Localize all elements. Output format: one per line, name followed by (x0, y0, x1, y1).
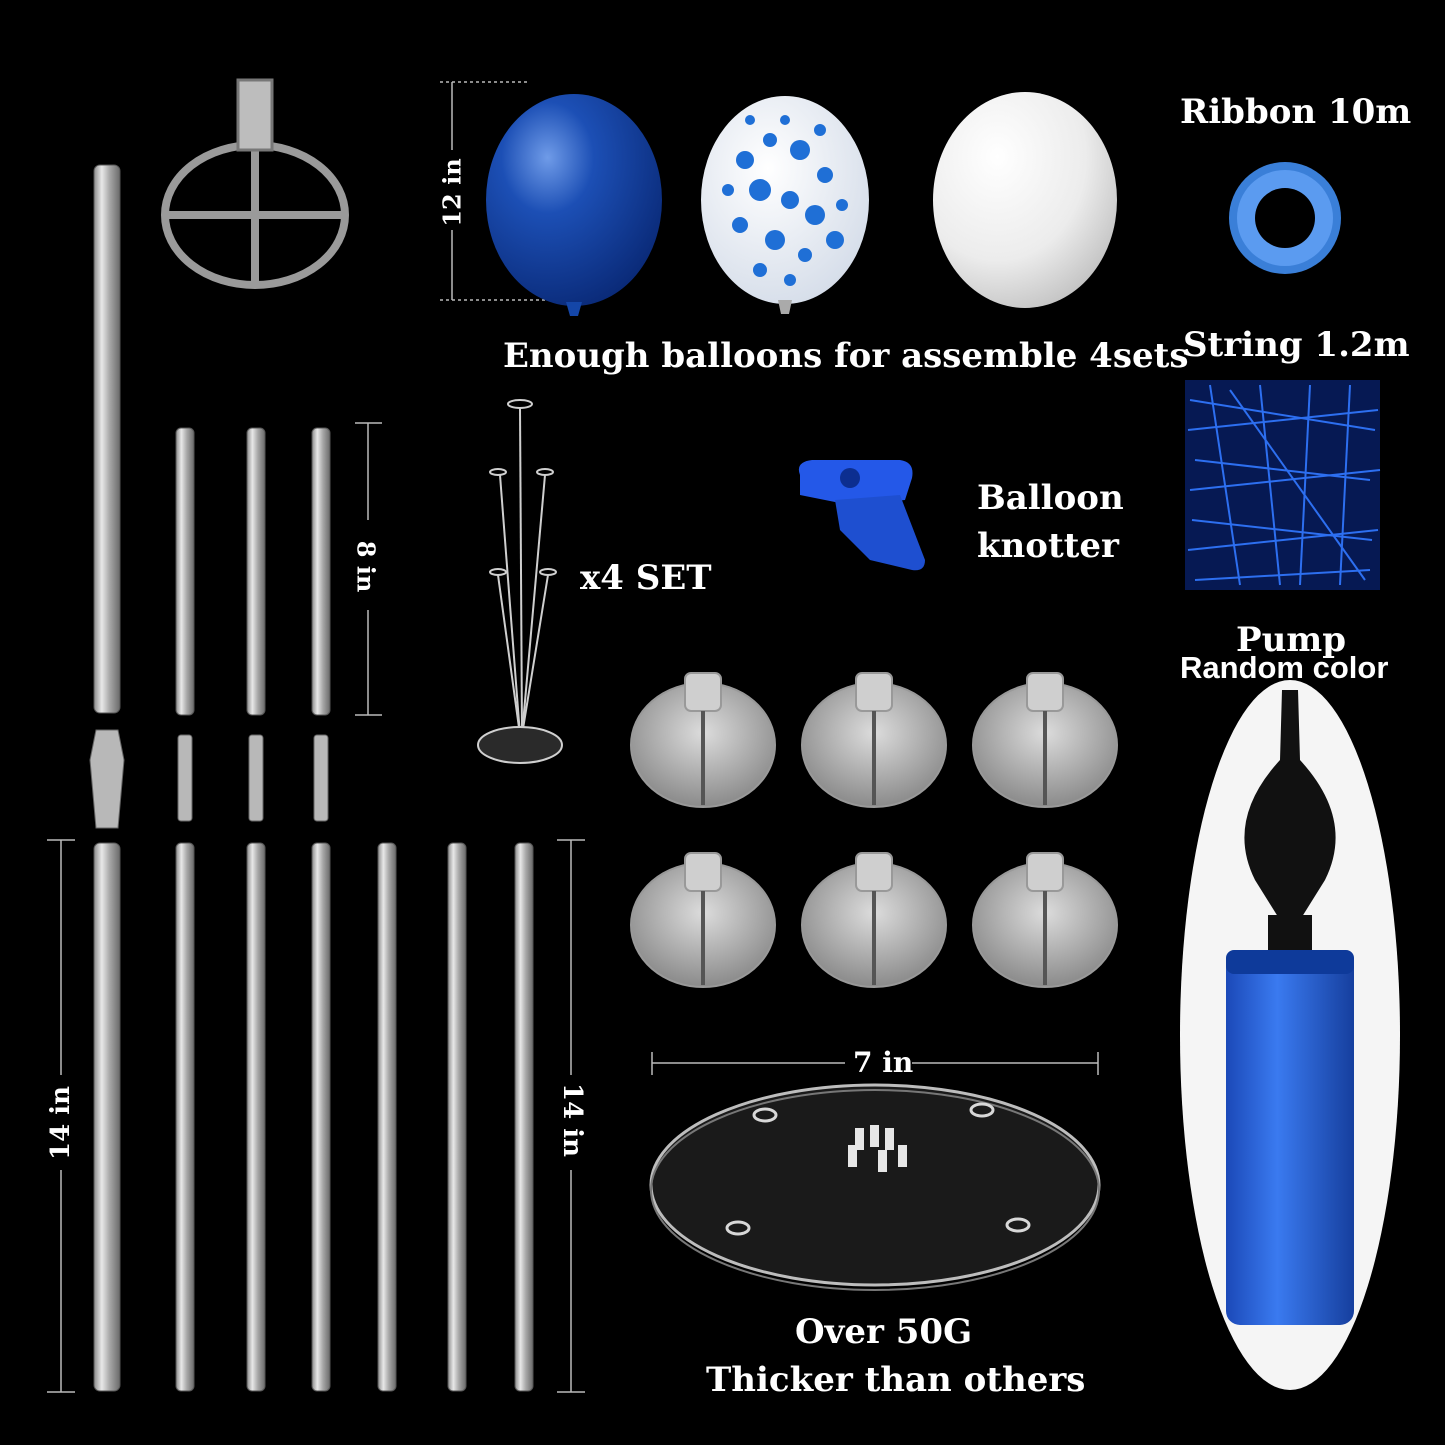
set-count-label: x4 SET (580, 558, 712, 598)
base-plate-icon (649, 1083, 1101, 1291)
cup-holder-top-icon (161, 78, 349, 289)
confetti-balloon-icon (701, 96, 869, 314)
pump-label: Pump (1236, 620, 1347, 660)
cup-holder-icon (630, 672, 1118, 988)
base-width-label: 7 in (853, 1046, 914, 1079)
long-rod-left-label: 14 in (46, 1085, 77, 1161)
balloon-stand-icon (477, 399, 563, 764)
string-bundle-icon (1185, 380, 1381, 590)
rod-dimensions (47, 422, 585, 1393)
pump-color-label: Random color (1180, 650, 1389, 685)
base-note-label: Thicker than others (706, 1360, 1086, 1400)
balloon-height-dimension (440, 81, 560, 301)
string-label: String 1.2m (1183, 325, 1410, 365)
balloon-knotter-icon (798, 460, 925, 571)
ribbon-roll-icon (1229, 162, 1341, 274)
long-rod-right-label: 14 in (557, 1082, 588, 1158)
knotter-label-line1: Balloon (977, 478, 1124, 518)
base-weight-label: Over 50G (795, 1312, 973, 1352)
connector-icon (89, 729, 329, 829)
pump-icon (1180, 680, 1400, 1390)
balloon-icon (486, 94, 662, 316)
ribbon-label: Ribbon 10m (1180, 92, 1412, 132)
balloons-caption: Enough balloons for assemble 4sets (503, 336, 1189, 376)
rod-icon (93, 164, 534, 1392)
short-rod-length-label: 8 in (351, 540, 381, 593)
white-balloon-icon (933, 92, 1117, 308)
base-width-dimension (651, 1052, 1099, 1075)
balloon-height-label: 12 in (437, 158, 467, 227)
knotter-label-line2: knotter (977, 526, 1119, 566)
